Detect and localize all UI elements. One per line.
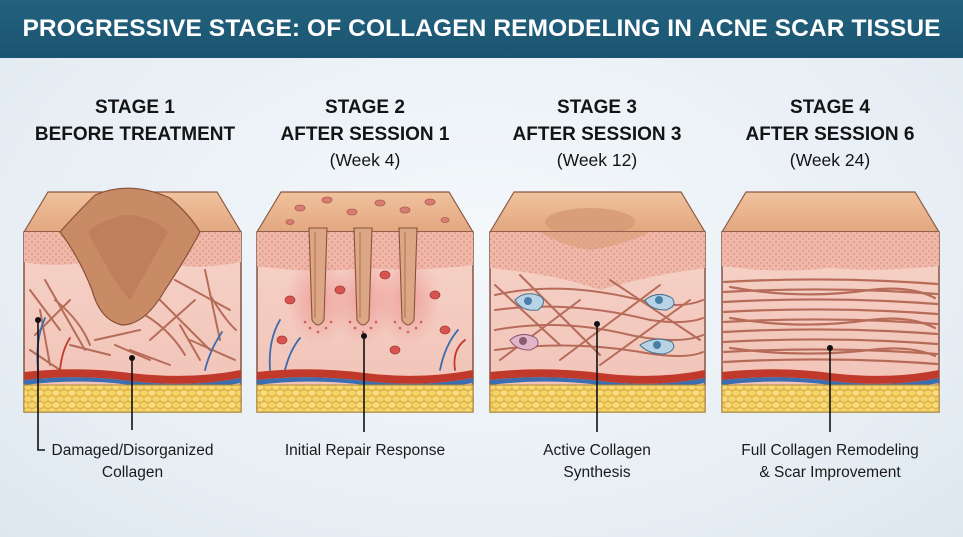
stage-1-subtitle: BEFORE TREATMENT (34, 124, 236, 145)
stage-2-diagram (255, 191, 475, 413)
stage-1-caption-line1: Damaged/Disorganized (51, 442, 214, 459)
callout-lines (37, 320, 831, 451)
stage-1-number: STAGE 1 (95, 97, 175, 118)
stage-2-subtitle: AFTER SESSION 1 (280, 124, 450, 145)
stage-3-number: STAGE 3 (557, 97, 637, 118)
fibroblast-cells (509, 293, 675, 355)
stage-4-number: STAGE 4 (790, 97, 870, 118)
stage-4-subtitle: AFTER SESSION 6 (745, 124, 915, 145)
stage-3-week: (Week 12) (556, 150, 638, 170)
title-bar: PROGRESSIVE STAGE: OF COLLAGEN REMODELIN… (0, 0, 963, 58)
stage-4-week: (Week 24) (789, 150, 871, 170)
stage-2-caption-line1: Initial Repair Response (284, 442, 446, 459)
stage-4-caption-line1: Full Collagen Remodeling (741, 442, 919, 459)
stage-3-caption-line1: Active Collagen (543, 442, 651, 459)
stage-2-week: (Week 4) (329, 150, 401, 170)
stage-4-diagram (720, 191, 941, 413)
stage-3-subtitle: AFTER SESSION 3 (512, 124, 682, 145)
stage-2-heading: STAGE 2 AFTER SESSION 1 (Week 4) (249, 94, 481, 173)
stage-3-caption-line2: Synthesis (563, 464, 631, 481)
stage-1-caption-line2: Collagen (101, 464, 164, 481)
callout-dots (35, 317, 833, 361)
stage-2-number: STAGE 2 (325, 97, 405, 118)
page-title: PROGRESSIVE STAGE: OF COLLAGEN REMODELIN… (22, 15, 941, 42)
stage-1-heading: STAGE 1 BEFORE TREATMENT (19, 94, 251, 148)
stage-4-caption-line2: & Scar Improvement (759, 464, 901, 481)
stage-4-caption: Full Collagen Remodeling & Scar Improvem… (714, 440, 946, 484)
stage-3-caption: Active Collagen Synthesis (481, 440, 713, 484)
stage-1-caption: Damaged/Disorganized Collagen (20, 440, 245, 484)
stage-3-heading: STAGE 3 AFTER SESSION 3 (Week 12) (481, 94, 713, 173)
stage-4-heading: STAGE 4 AFTER SESSION 6 (Week 24) (714, 94, 946, 173)
stage-2-caption: Initial Repair Response (249, 440, 481, 462)
